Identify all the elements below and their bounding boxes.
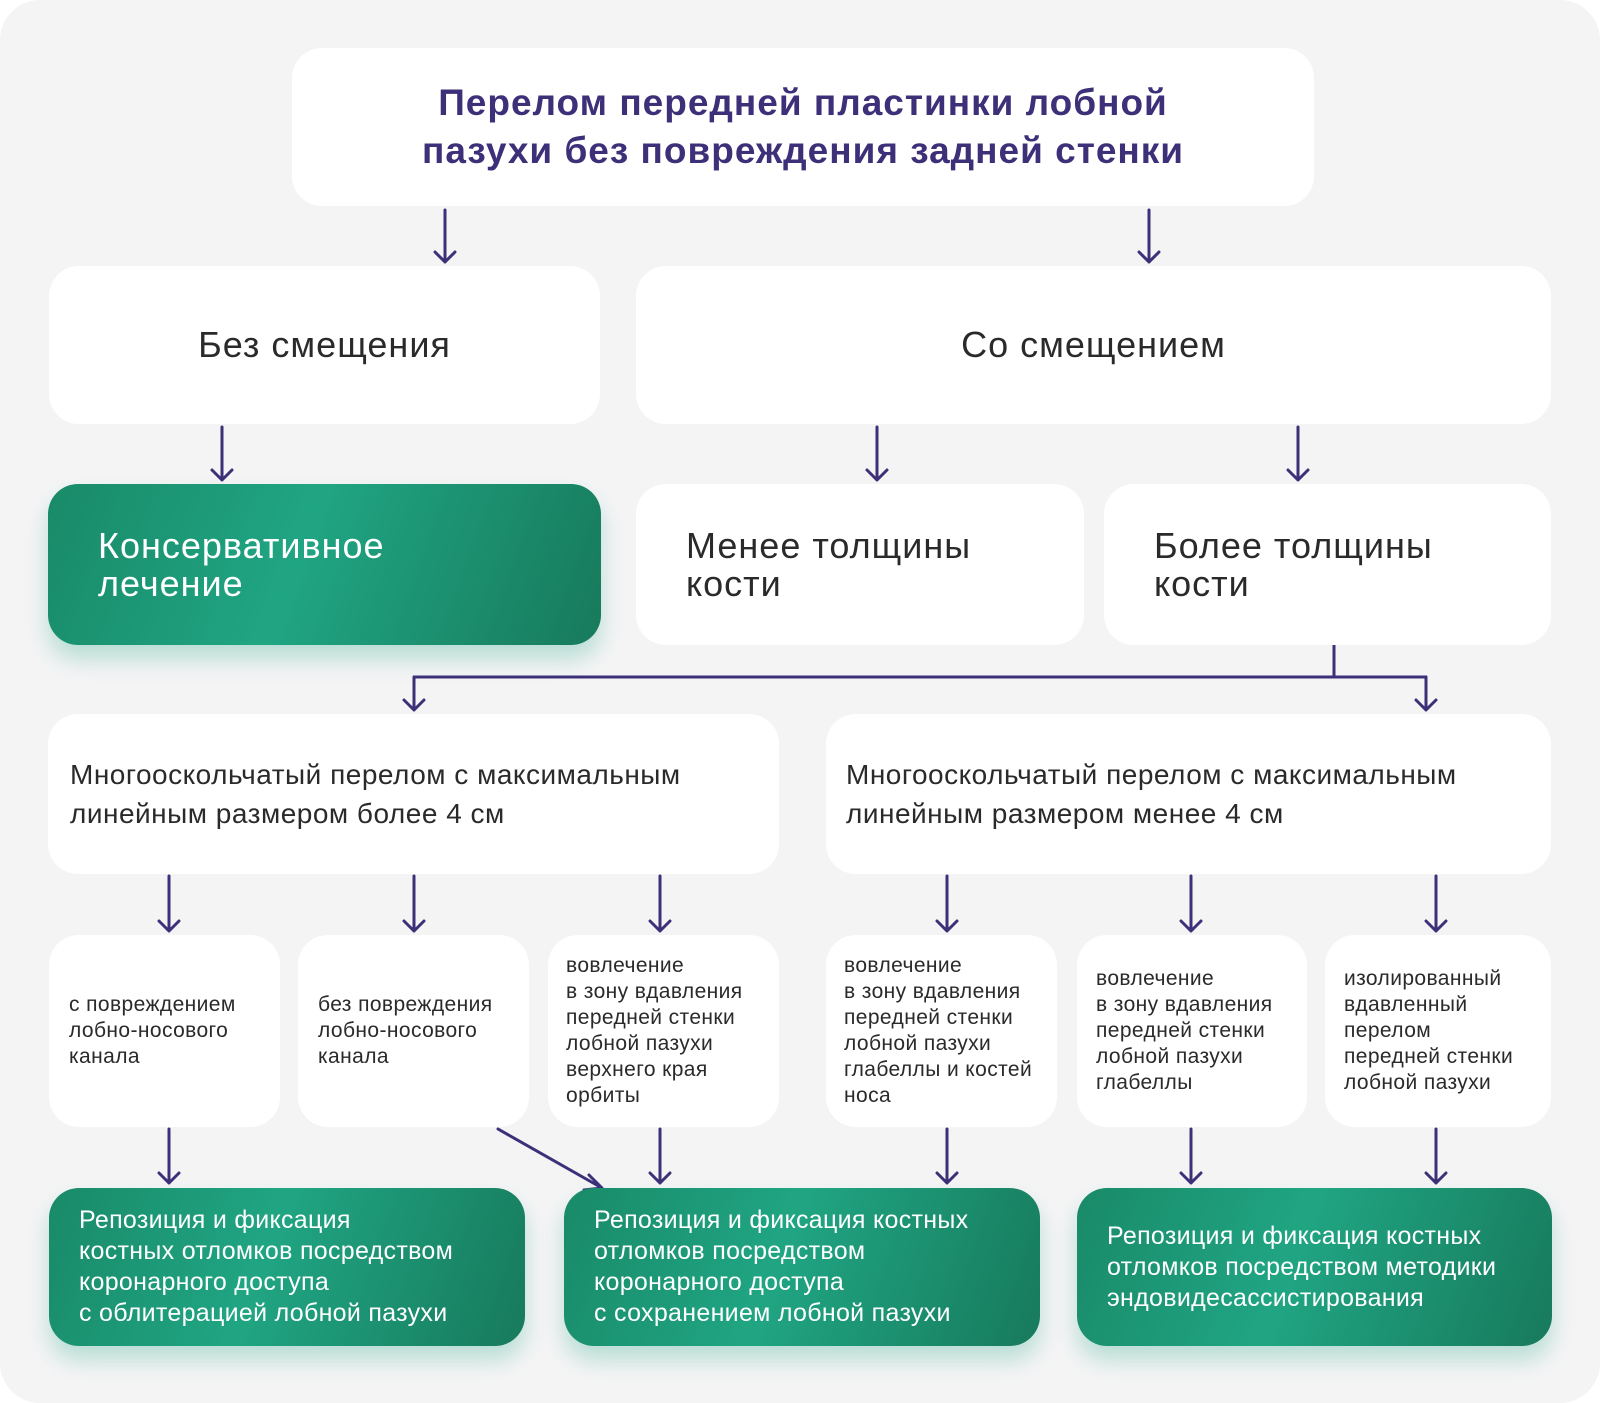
arrow-under4-to-isolated: [1424, 874, 1448, 933]
result-endoscopic: Репозиция и фиксация костных отломков по…: [1077, 1188, 1552, 1346]
diagram-title-text: Перелом передней пластинки лобной пазухи…: [421, 82, 1185, 171]
node-conservative-treatment: Консервативное лечение: [48, 484, 601, 645]
result-coronal-preservation: Репозиция и фиксация костных отломков по…: [564, 1188, 1040, 1346]
node-canal-damage: с повреждением лобно-носового канала: [49, 935, 280, 1127]
node-orbit-involvement: вовлечение в зону вдавления передней сте…: [548, 935, 779, 1127]
arrow-under4-to-glabella: [1179, 874, 1203, 933]
node-less-than-bone: Менее толщины кости: [636, 484, 1084, 645]
arrow-over4-to-orbit: [648, 874, 672, 933]
arrow-no-displacement-to-conservative: [210, 425, 234, 482]
arrow-nasal-to-result-2: [935, 1127, 959, 1185]
node-comminuted-under-4cm: Многооскольчатый перелом с максимальным …: [826, 714, 1551, 874]
node-comminuted-over-4cm-label: Многооскольчатый перелом с максимальным …: [70, 759, 681, 829]
arrow-displacement-to-more: [1286, 425, 1310, 482]
connector-branch: [412, 643, 1428, 679]
node-less-than-bone-label: Менее толщины кости: [686, 524, 972, 604]
arrow-title-to-displacement: [1137, 208, 1161, 264]
node-orbit-involvement-label: вовлечение в зону вдавления передней сте…: [566, 954, 743, 1107]
result-coronal-obliteration-label: Репозиция и фиксация костных отломков по…: [79, 1206, 454, 1327]
node-isolated-depressed-label: изолированный вдавленный перелом передне…: [1344, 967, 1514, 1094]
node-with-displacement-label: Со смещением: [961, 324, 1226, 365]
node-isolated-depressed: изолированный вдавленный перелом передне…: [1325, 935, 1551, 1127]
node-no-displacement-label: Без смещения: [198, 324, 451, 365]
node-comminuted-under-4cm-label: Многооскольчатый перелом с максимальным …: [846, 759, 1457, 829]
node-no-displacement: Без смещения: [49, 266, 600, 424]
arrow-over4-to-no-canal-damage: [402, 874, 426, 933]
arrow-isolated-to-result-3: [1424, 1127, 1448, 1185]
node-no-canal-damage-label: без повреждения лобно-носового канала: [318, 993, 493, 1068]
arrow-under4-to-nasal: [935, 874, 959, 933]
result-coronal-obliteration: Репозиция и фиксация костных отломков по…: [49, 1188, 525, 1346]
diagram-title: Перелом передней пластинки лобной пазухи…: [292, 48, 1314, 206]
result-endoscopic-label: Репозиция и фиксация костных отломков по…: [1107, 1221, 1497, 1312]
node-more-than-bone-label: Более толщины кости: [1154, 524, 1433, 604]
node-comminuted-over-4cm: Многооскольчатый перелом с максимальным …: [48, 714, 779, 874]
node-more-than-bone: Более толщины кости: [1104, 484, 1551, 645]
arrow-over4-to-canal-damage: [157, 874, 181, 933]
node-conservative-treatment-label: Консервативное лечение: [98, 524, 385, 604]
arrow-branch-to-over-4: [402, 675, 426, 712]
node-glabella-involvement: вовлечение в зону вдавления передней сте…: [1077, 935, 1307, 1127]
node-glabella-nasal-involvement: вовлечение в зону вдавления передней сте…: [826, 935, 1057, 1127]
node-glabella-involvement-label: вовлечение в зону вдавления передней сте…: [1096, 967, 1273, 1094]
result-coronal-preservation-label: Репозиция и фиксация костных отломков по…: [594, 1206, 969, 1327]
arrow-branch-to-under-4: [1414, 675, 1438, 712]
arrow-glabella-to-result-3: [1179, 1127, 1203, 1185]
node-with-displacement: Со смещением: [636, 266, 1551, 424]
arrow-no-canal-damage-to-result-2: [496, 1127, 604, 1192]
arrow-displacement-to-less: [865, 425, 889, 482]
arrow-title-to-no-displacement: [433, 208, 457, 264]
node-glabella-nasal-involvement-label: вовлечение в зону вдавления передней сте…: [844, 954, 1033, 1107]
arrow-orbit-to-result-2: [648, 1127, 672, 1185]
node-canal-damage-label: с повреждением лобно-носового канала: [69, 993, 236, 1068]
arrow-canal-damage-to-result-1: [157, 1127, 181, 1185]
node-no-canal-damage: без повреждения лобно-носового канала: [298, 935, 529, 1127]
